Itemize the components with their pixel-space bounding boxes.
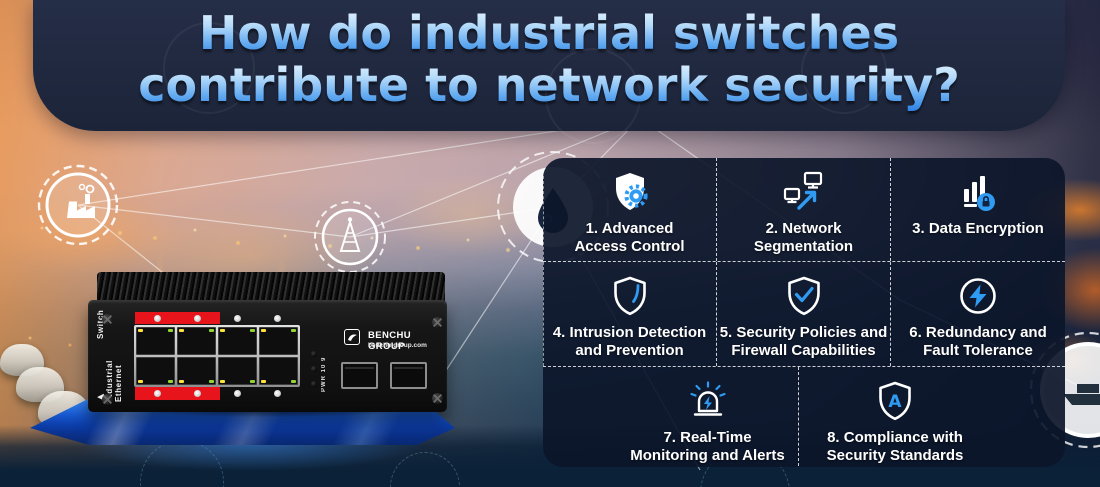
shield-check-icon <box>781 273 827 319</box>
heatsink-fins <box>97 272 445 305</box>
port-dot <box>154 390 161 397</box>
status-led <box>311 381 317 387</box>
screw-icon <box>102 394 113 405</box>
rj45-port <box>218 327 257 355</box>
sfp-slot <box>390 362 427 389</box>
page-title-line1: How do industrial switches <box>33 7 1065 59</box>
port-dot <box>274 315 281 322</box>
page-title-line2: contribute to network security? <box>33 59 1065 111</box>
status-led <box>311 366 317 372</box>
factory-node-icon <box>37 164 119 246</box>
rj45-port <box>259 357 298 385</box>
lightning-circle-icon <box>955 273 1001 319</box>
red-stripe <box>135 312 220 324</box>
led-labels: PWR 10 9 <box>321 356 327 392</box>
rj45-port <box>259 327 298 355</box>
port-dot <box>234 315 241 322</box>
svg-text:A: A <box>888 392 902 412</box>
panel-left-dashed-line <box>543 176 544 366</box>
rj45-port <box>136 327 175 355</box>
red-stripe <box>135 387 220 400</box>
port-dot <box>154 315 161 322</box>
decor-ring <box>163 22 255 114</box>
title-banner: How do industrial switches contribute to… <box>33 0 1065 144</box>
sfp-slot <box>341 362 378 389</box>
rj45-port <box>136 357 175 385</box>
benchu-logo-icon <box>344 329 360 345</box>
brand-name: BENCHU GROUP <box>368 330 412 352</box>
decor-ring <box>801 28 887 114</box>
network-segmentation-icon <box>781 169 827 215</box>
shield-gear-icon <box>607 169 653 215</box>
brand-website: benchu-group.com <box>368 342 427 349</box>
feature-item-3: 3. Data Encryption <box>891 158 1065 261</box>
status-led <box>311 351 317 357</box>
port-dot <box>274 390 281 397</box>
switch-front-panel: ▶ Industrial Ethernet Switch <box>88 300 447 412</box>
rj45-port <box>177 357 216 385</box>
page-title: How do industrial switches contribute to… <box>33 0 1065 111</box>
bars-lock-icon <box>955 169 1001 215</box>
rj45-port <box>177 327 216 355</box>
rj45-port <box>218 357 257 385</box>
port-dot <box>234 390 241 397</box>
rj45-port-block <box>134 325 300 387</box>
screw-icon <box>432 393 443 404</box>
feature-label: 3. Data Encryption <box>912 220 1044 237</box>
screw-icon <box>102 314 113 325</box>
decor-ring <box>545 48 641 144</box>
alarm-siren-icon <box>685 378 731 424</box>
port-dot <box>194 390 201 397</box>
oil-derrick-node-icon <box>314 201 386 273</box>
screw-icon <box>432 317 443 328</box>
shield-a-icon: A <box>872 378 918 424</box>
port-dot <box>194 315 201 322</box>
industrial-switch-image: ▶ Industrial Ethernet Switch <box>88 272 460 414</box>
shield-slash-icon <box>607 273 653 319</box>
